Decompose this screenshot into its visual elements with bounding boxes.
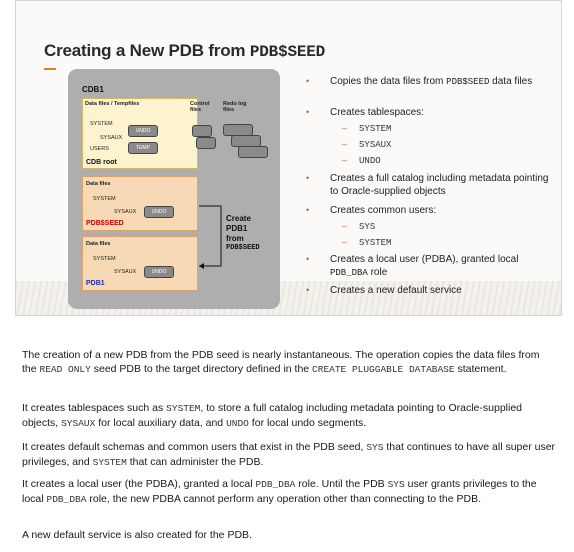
note-paragraph-5: A new default service is also created fo… [22, 529, 252, 541]
cdb-root-label: CDB root [86, 159, 117, 166]
create-label-2: PDB1 [226, 224, 248, 233]
slide-title: Creating a New PDB from PDB$SEED [44, 41, 326, 61]
control-files-label: Control files [190, 101, 210, 113]
pdb1-datafiles-label: Data files [86, 241, 111, 247]
slide: Creating a New PDB from PDB$SEED CDB1 Da… [15, 0, 562, 316]
tablespace-undo: –UNDO [342, 155, 381, 166]
create-label-1: Create [226, 214, 251, 223]
create-label-4: PDB$SEED [226, 244, 260, 252]
pdb1-box [82, 236, 198, 291]
tablespace-sysaux: –SYSAUX [342, 139, 392, 150]
seed-datafiles-label: Data files [86, 181, 111, 187]
system-tablespace: SYSTEM [90, 121, 113, 127]
tablespace-system: –SYSTEM [342, 123, 392, 134]
pdbseed-box [82, 176, 198, 231]
pdb1-undo-disk: UNDO [144, 266, 174, 278]
seed-system: SYSTEM [93, 196, 116, 202]
redo-log-files-label: Redo log files [223, 101, 247, 113]
note-paragraph-2: It creates tablespaces such as SYSTEM, t… [22, 402, 522, 429]
control-file-disk [192, 125, 212, 137]
cdb1-label: CDB1 [82, 85, 104, 94]
redo-log-disk-3 [238, 146, 268, 158]
title-accent-bar [44, 68, 56, 70]
note-paragraph-3: It creates default schemas and common us… [22, 441, 556, 468]
seed-undo-disk: UNDO [144, 206, 174, 218]
undo-disk: UNDO [128, 125, 158, 137]
pdb1-system: SYSTEM [93, 256, 116, 262]
note-paragraph-4: It creates a local user (the PDBA), gran… [22, 478, 537, 505]
pdb1-label: PDB1 [86, 280, 105, 287]
common-user-sys: –SYS [342, 221, 376, 232]
create-label-3: from [226, 234, 244, 243]
control-file-disk-2 [196, 137, 216, 149]
note-paragraph-1: The creation of a new PDB from the PDB s… [22, 349, 540, 375]
sysaux-tablespace: SYSAUX [100, 135, 123, 141]
users-tablespace: USERS [90, 146, 109, 152]
datafiles-label: Data files / Tempfiles [85, 101, 140, 107]
common-user-system: –SYSTEM [342, 237, 392, 248]
temp-disk: TEMP [128, 142, 158, 154]
pdbseed-label: PDB$SEED [86, 220, 124, 227]
pdb1-sysaux: SYSAUX [114, 269, 137, 275]
create-arrow [199, 205, 222, 269]
seed-sysaux: SYSAUX [114, 209, 137, 215]
